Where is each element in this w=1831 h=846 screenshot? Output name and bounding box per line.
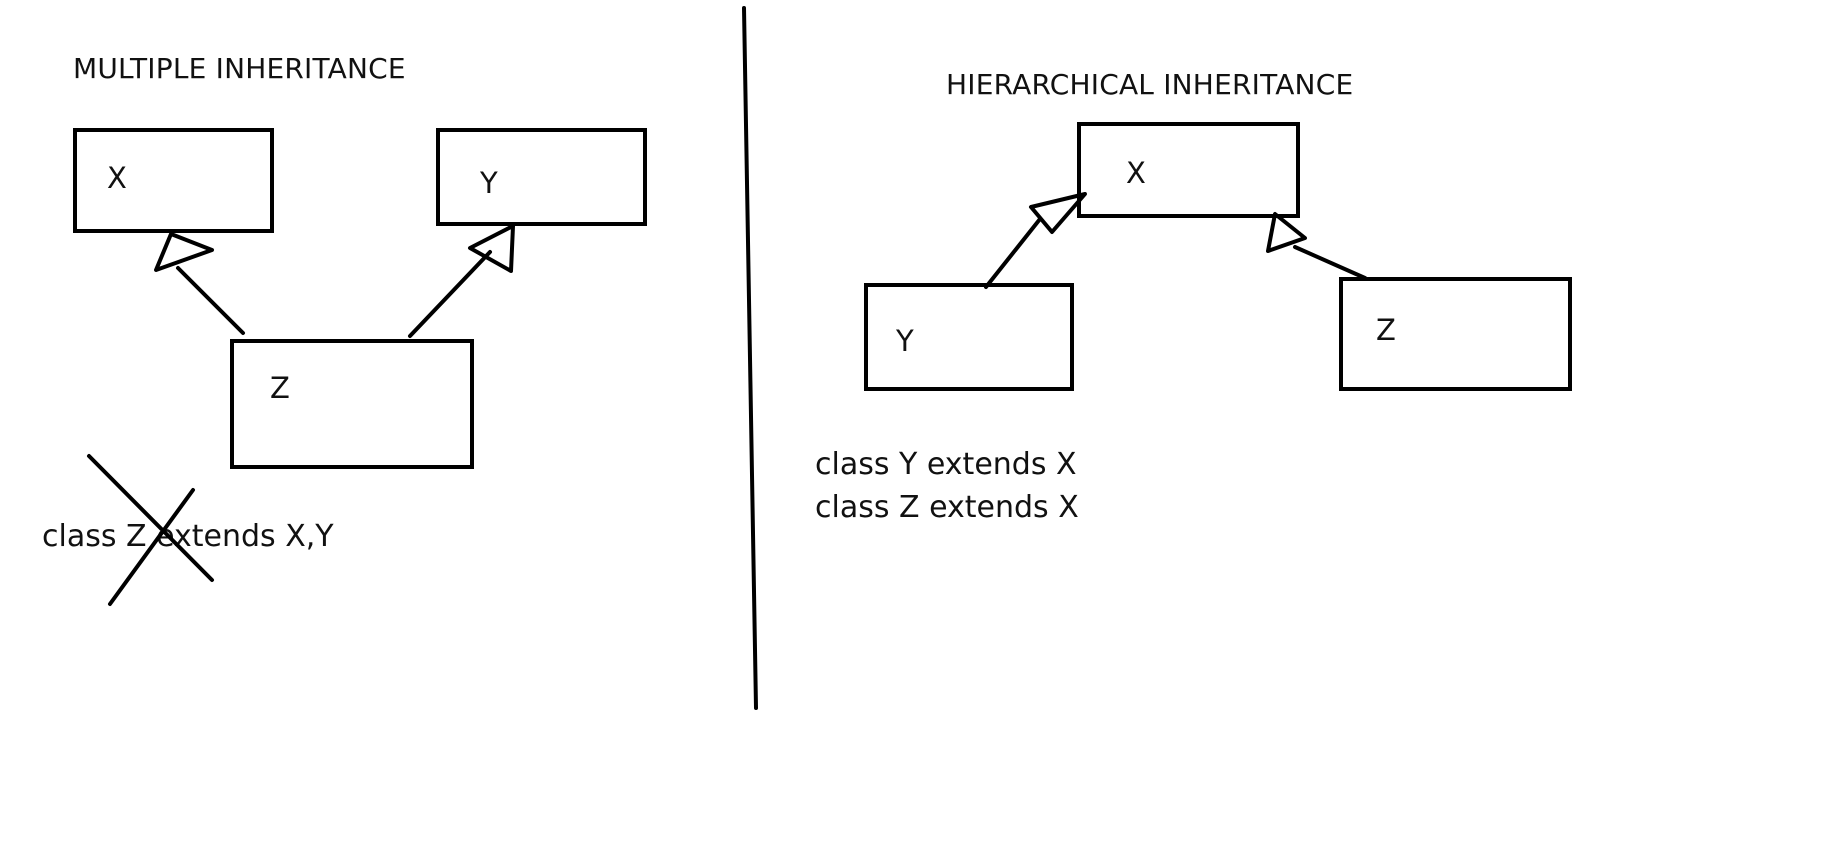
hierarchical-code-line-1: class Y extends X [815, 447, 1077, 482]
right-class-y-box [864, 283, 1074, 391]
right-arrow-y-to-x [984, 192, 1087, 289]
right-arrowhead-x-from-z [1266, 212, 1307, 253]
right-class-z-box [1339, 277, 1572, 391]
panel-divider [742, 6, 758, 710]
left-arrow-z-to-x [154, 232, 245, 335]
left-class-z-label: Z [270, 371, 290, 405]
right-arrowhead-x-from-y [1029, 192, 1087, 234]
right-class-x-box [1077, 122, 1300, 218]
hierarchical-inheritance-title: HIERARCHICAL INHERITANCE [946, 68, 1353, 101]
right-class-z-label: Z [1376, 313, 1396, 347]
left-arrow-z-to-y [408, 224, 515, 338]
left-class-y-box [436, 128, 647, 226]
cross-out-mark [87, 454, 214, 606]
left-arrowhead-x [154, 232, 214, 272]
left-class-z-box [230, 339, 474, 469]
multiple-inheritance-panel: MULTIPLE INHERITANCE X Y Z class Z exten… [42, 52, 647, 606]
left-class-x-label: X [107, 161, 127, 195]
left-class-y-label: Y [479, 166, 498, 200]
left-class-x-box [73, 128, 274, 233]
multiple-inheritance-code: class Z extends X,Y [42, 519, 334, 554]
multiple-inheritance-title: MULTIPLE INHERITANCE [73, 52, 406, 85]
left-arrowhead-y [468, 224, 515, 273]
right-arrow-z-to-x [1266, 212, 1367, 280]
right-class-x-label: X [1126, 156, 1146, 190]
hierarchical-inheritance-panel: HIERARCHICAL INHERITANCE X Y Z class Y e… [815, 68, 1572, 525]
right-class-y-label: Y [895, 324, 914, 358]
hierarchical-code-line-2: class Z extends X [815, 490, 1079, 525]
